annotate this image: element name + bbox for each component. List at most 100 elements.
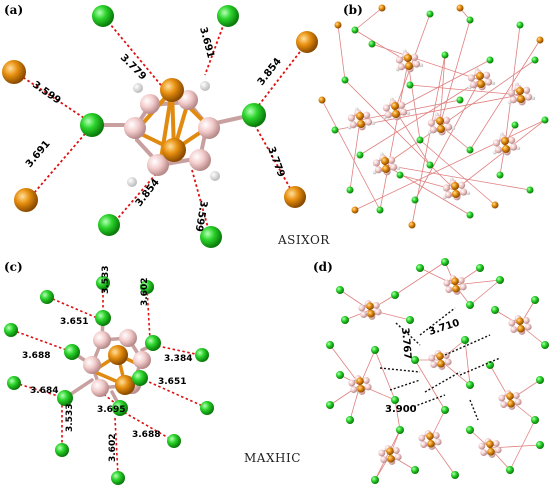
carborane-cluster bbox=[427, 112, 456, 136]
chlorine-atom bbox=[336, 371, 344, 379]
contact-line bbox=[444, 334, 491, 356]
metal-atom bbox=[381, 157, 389, 165]
network-link bbox=[414, 79, 481, 201]
distance-label: 3.767 bbox=[399, 327, 413, 360]
chlorine-atom bbox=[466, 211, 474, 219]
network-link bbox=[411, 54, 446, 226]
boron-atom bbox=[378, 449, 386, 457]
network-link bbox=[509, 419, 536, 471]
chlorine-atom bbox=[506, 466, 514, 474]
distance-label: 3.533 bbox=[101, 266, 111, 294]
metal-atom bbox=[491, 201, 499, 209]
chlorine-atom bbox=[341, 76, 349, 84]
metal-atom bbox=[356, 112, 364, 120]
chlorine-atom bbox=[145, 335, 161, 351]
carborane-cluster bbox=[372, 152, 401, 176]
boron-atom bbox=[418, 434, 426, 442]
chlorine-atom bbox=[92, 5, 114, 27]
caption-top: ASIXOR bbox=[277, 233, 330, 247]
boron-atom bbox=[389, 163, 398, 171]
distance-label: 3.900 bbox=[385, 404, 417, 415]
chlorine-atom bbox=[341, 316, 349, 324]
metal-atom bbox=[451, 277, 459, 286]
chlorine-atom bbox=[4, 323, 18, 337]
hydrogen-atom bbox=[419, 63, 424, 68]
boron-atom bbox=[467, 74, 476, 82]
distance-label: 3.651 bbox=[158, 377, 186, 387]
metal-atom bbox=[437, 125, 445, 133]
metal-atom bbox=[476, 72, 484, 80]
chlorine-atom bbox=[55, 443, 69, 457]
distance-label: 3.688 bbox=[132, 430, 160, 440]
panel-a-contacts bbox=[14, 17, 307, 236]
distance-label: 3.602 bbox=[140, 278, 150, 306]
chlorine-atom bbox=[64, 344, 80, 360]
boron-atom bbox=[178, 90, 198, 110]
boron-atom bbox=[374, 166, 382, 174]
contact-line bbox=[419, 307, 456, 336]
chlorine-atom bbox=[40, 290, 54, 304]
boron-atom bbox=[124, 117, 146, 139]
network-link bbox=[384, 59, 536, 166]
boron-atom bbox=[514, 398, 522, 406]
metal-atom bbox=[162, 138, 186, 162]
chlorine-atom bbox=[95, 310, 111, 326]
chlorine-atom bbox=[111, 471, 125, 485]
hydrogen-atom bbox=[200, 81, 210, 91]
metal-atom bbox=[516, 317, 524, 326]
chlorine-atom bbox=[491, 306, 499, 314]
boron-atom bbox=[140, 94, 160, 114]
boron-atom bbox=[372, 159, 381, 167]
boron-atom bbox=[392, 447, 400, 454]
boron-atom bbox=[443, 116, 451, 124]
network-link bbox=[394, 109, 431, 166]
metal-atom bbox=[507, 400, 515, 408]
network-link bbox=[469, 279, 501, 306]
boron-atom bbox=[91, 379, 109, 397]
panel-b-label: (b) bbox=[343, 3, 363, 17]
chlorine-atom bbox=[451, 471, 459, 479]
panel-a-hydrogens bbox=[127, 81, 220, 187]
metal-atom bbox=[451, 182, 459, 190]
network-link bbox=[371, 43, 481, 81]
network-link bbox=[384, 164, 531, 191]
metal-atom bbox=[516, 87, 524, 95]
chlorine-atom bbox=[140, 280, 154, 294]
chlorine-atom bbox=[371, 476, 379, 484]
boron-atom bbox=[442, 352, 450, 359]
network-link bbox=[419, 139, 496, 206]
network-link bbox=[379, 61, 409, 211]
chlorine-atom bbox=[456, 96, 464, 104]
contact-line bbox=[14, 71, 91, 123]
boron-atom bbox=[524, 93, 533, 101]
chlorine-atom bbox=[496, 171, 504, 179]
network-link bbox=[407, 61, 421, 141]
boron-atom bbox=[498, 394, 506, 402]
metal-atom bbox=[318, 96, 326, 104]
boron-atom bbox=[399, 108, 408, 116]
boron-atom bbox=[459, 283, 467, 291]
boron-atom bbox=[494, 146, 502, 154]
carborane-cluster bbox=[382, 97, 411, 121]
chlorine-atom bbox=[411, 466, 419, 474]
hydrogen-atom bbox=[451, 126, 456, 131]
distance-label: 3.691 bbox=[24, 139, 53, 170]
network-links bbox=[321, 7, 546, 226]
metal-atom bbox=[387, 455, 395, 463]
network-link bbox=[439, 54, 446, 126]
chlorine-atom bbox=[516, 21, 524, 29]
boron-atom bbox=[508, 136, 516, 144]
chlorine-atom bbox=[441, 51, 449, 59]
boron-atom bbox=[427, 119, 436, 127]
boron-atom bbox=[429, 126, 437, 134]
chlorine-atom bbox=[112, 400, 128, 416]
boron-atom bbox=[510, 326, 518, 333]
network-links bbox=[329, 261, 546, 481]
boron-atom bbox=[412, 60, 421, 68]
panel-c-chlorine bbox=[4, 276, 214, 485]
boron-atom bbox=[522, 317, 530, 324]
chlorine-atom bbox=[200, 226, 222, 248]
chlorine-atom bbox=[242, 103, 266, 127]
boron-atom bbox=[432, 432, 440, 439]
